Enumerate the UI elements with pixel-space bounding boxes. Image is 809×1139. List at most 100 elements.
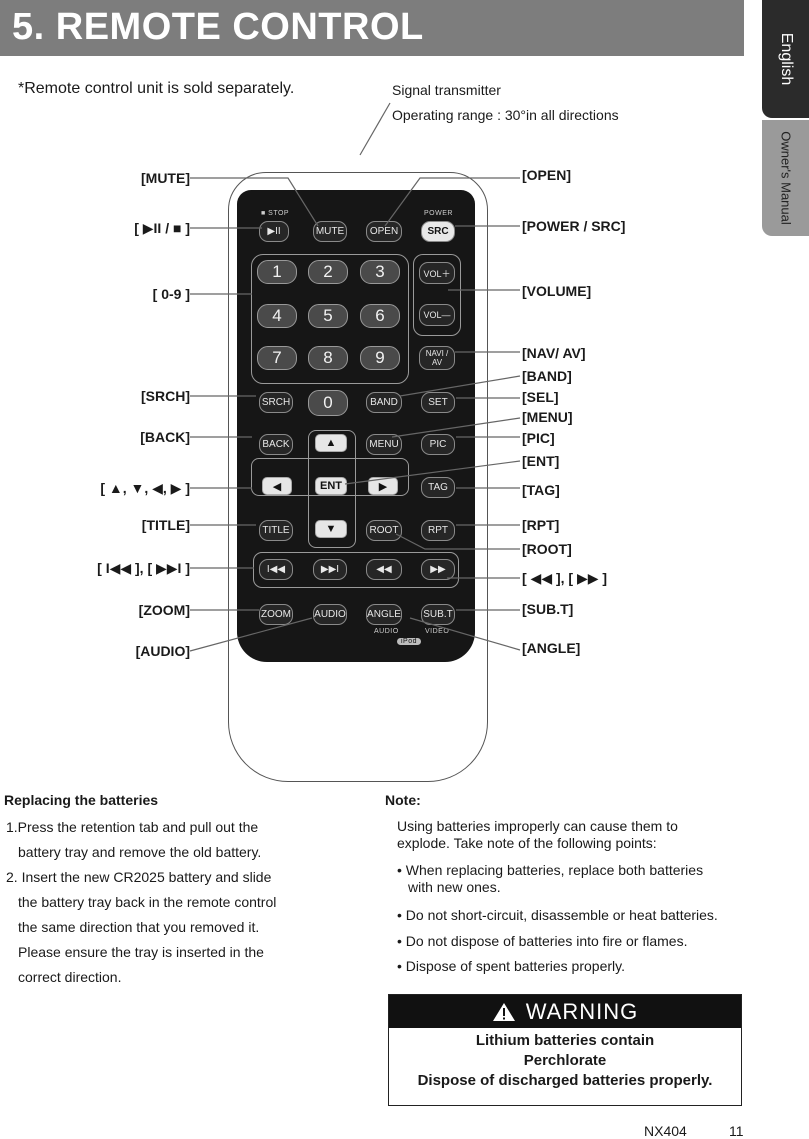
- number-4-button[interactable]: 4: [257, 304, 297, 328]
- number-5-button[interactable]: 5: [308, 304, 348, 328]
- volume-group: [413, 254, 461, 336]
- batteries-step-2-line-4: Please ensure the tray is inserted in th…: [18, 944, 264, 960]
- callout-angle: [ANGLE]: [522, 640, 581, 656]
- note-heading: Note:: [385, 792, 421, 808]
- section-header-bar: [0, 0, 744, 56]
- callout-band: [BAND]: [522, 368, 572, 384]
- callout-search: [ ◀◀ ], [ ▶▶ ]: [522, 570, 608, 586]
- ent-leader-line: [344, 460, 521, 485]
- root-button[interactable]: ROOT: [366, 520, 402, 541]
- callout-rpt: [RPT]: [522, 517, 560, 533]
- warning-line-1: Lithium batteries contain: [475, 1032, 655, 1049]
- number-6-button[interactable]: 6: [360, 304, 400, 328]
- audio-button[interactable]: AUDIO: [313, 604, 347, 625]
- open-leader-line: [384, 177, 520, 227]
- batteries-heading: Replacing the batteries: [4, 792, 159, 808]
- note-bullet-1: • When replacing batteries, replace both…: [397, 862, 703, 896]
- number-0-button[interactable]: 0: [308, 390, 348, 416]
- note-bullet-4: • Dispose of spent batteries properly.: [397, 958, 625, 974]
- angle-leader-line: [409, 617, 521, 651]
- warning-line-3: Dispose of discharged batteries properly…: [417, 1072, 713, 1089]
- callout-numbers: [ 0-9 ]: [152, 286, 190, 302]
- warning-heading: WARNING: [525, 998, 639, 1024]
- callout-pic: [PIC]: [522, 430, 555, 446]
- number-8-button[interactable]: 8: [308, 346, 348, 370]
- src-button[interactable]: SRC: [421, 221, 455, 242]
- nav-av-button[interactable]: NAVI / AV: [419, 346, 455, 370]
- signal-leader-line: [359, 102, 391, 156]
- left-arrow-button[interactable]: ◀: [262, 477, 292, 495]
- mute-leader-line: [190, 177, 319, 227]
- root-leader-line: [395, 533, 520, 550]
- volume-up-button[interactable]: VOL＋: [419, 262, 455, 284]
- set-button[interactable]: SET: [421, 392, 455, 413]
- fast-forward-button[interactable]: ▶▶: [421, 559, 455, 580]
- stop-label: ■ STOP: [261, 210, 290, 217]
- warning-header: WARNING: [389, 995, 741, 1028]
- right-arrow-button[interactable]: ▶: [368, 477, 398, 495]
- callout-play-stop: [ ▶II / ■ ]: [134, 220, 190, 236]
- open-button[interactable]: OPEN: [366, 221, 402, 242]
- note-bullet-2: • Do not short-circuit, disassemble or h…: [397, 907, 718, 923]
- warning-box: WARNING Lithium batteries contain Perchl…: [388, 994, 742, 1106]
- ent-button[interactable]: ENT: [315, 477, 347, 495]
- note-intro-line-2: explode. Take note of the following poin…: [397, 835, 657, 851]
- rewind-button[interactable]: ◀◀: [366, 559, 402, 580]
- note-bullet-1-line-2: with new ones.: [408, 879, 501, 895]
- batteries-step-2-line-1: 2. Insert the new CR2025 battery and sli…: [6, 869, 272, 885]
- ipod-audio-label: AUDIO: [374, 628, 399, 635]
- power-label: POWER: [424, 210, 453, 217]
- zoom-button[interactable]: ZOOM: [259, 604, 293, 625]
- callout-menu: [MENU]: [522, 409, 573, 425]
- callout-nav-av: [NAV/ AV]: [522, 345, 586, 361]
- menu-button[interactable]: MENU: [366, 434, 402, 455]
- angle-button[interactable]: ANGLE: [366, 604, 402, 625]
- srch-button[interactable]: SRCH: [259, 392, 293, 413]
- number-7-button[interactable]: 7: [257, 346, 297, 370]
- audio-leader-line: [189, 617, 313, 652]
- up-arrow-button[interactable]: ▲: [315, 434, 347, 452]
- number-1-button[interactable]: 1: [257, 260, 297, 284]
- previous-track-button[interactable]: I◀◀: [259, 559, 293, 580]
- batteries-step-2-line-2: the battery tray back in the remote cont…: [18, 894, 277, 910]
- page-title: 5. REMOTE CONTROL: [12, 6, 424, 48]
- callout-mute: [MUTE]: [141, 170, 190, 186]
- batteries-step-1-line-2: battery tray and remove the old battery.: [18, 844, 262, 860]
- mute-button[interactable]: MUTE: [313, 221, 347, 242]
- number-2-button[interactable]: 2: [308, 260, 348, 284]
- number-3-button[interactable]: 3: [360, 260, 400, 284]
- remote-button-panel: ■ STOP POWER ▶II MUTE OPEN SRC 1 2 3 4 5…: [237, 190, 475, 662]
- note-intro: Using batteries improperly can cause the…: [397, 818, 678, 852]
- warning-message: Lithium batteries contain Perchlorate Di…: [389, 1031, 741, 1091]
- language-tab: English: [762, 0, 809, 118]
- title-button[interactable]: TITLE: [259, 520, 293, 541]
- tag-button[interactable]: TAG: [421, 477, 455, 498]
- subtitle-button[interactable]: SUB.T: [421, 604, 455, 625]
- volume-down-button[interactable]: VOL—: [419, 304, 455, 326]
- callout-skip: [ I◀◀ ], [ ▶▶I ]: [97, 560, 190, 576]
- pic-button[interactable]: PIC: [421, 434, 455, 455]
- warning-line-2: Perchlorate: [523, 1052, 607, 1069]
- callout-ent: [ENT]: [522, 453, 560, 469]
- rpt-button[interactable]: RPT: [421, 520, 455, 541]
- next-track-button[interactable]: ▶▶I: [313, 559, 347, 580]
- number-pad-group: [251, 254, 409, 384]
- down-arrow-button[interactable]: ▼: [315, 520, 347, 538]
- callout-back: [BACK]: [140, 429, 190, 445]
- callout-tag: [TAG]: [522, 482, 560, 498]
- callout-open: [OPEN]: [522, 167, 571, 183]
- batteries-step-2-line-3: the same direction that you removed it.: [18, 919, 260, 935]
- batteries-step-2: 2. Insert the new CR2025 battery and sli…: [6, 865, 276, 990]
- navigation-horizontal-group: [251, 458, 409, 496]
- footer-page-number: 11: [729, 1123, 744, 1139]
- callout-arrows: [ ▲, ▼, ◀, ▶ ]: [100, 480, 190, 496]
- note-intro-line-1: Using batteries improperly can cause the…: [397, 818, 678, 834]
- batteries-step-2-line-5: correct direction.: [18, 969, 122, 985]
- number-9-button[interactable]: 9: [360, 346, 400, 370]
- band-button[interactable]: BAND: [366, 392, 402, 413]
- back-button[interactable]: BACK: [259, 434, 293, 455]
- note-bullet-1-line-1: • When replacing batteries, replace both…: [397, 862, 704, 878]
- play-pause-button[interactable]: ▶II: [259, 221, 289, 242]
- batteries-step-1: 1.Press the retention tab and pull out t…: [6, 815, 261, 865]
